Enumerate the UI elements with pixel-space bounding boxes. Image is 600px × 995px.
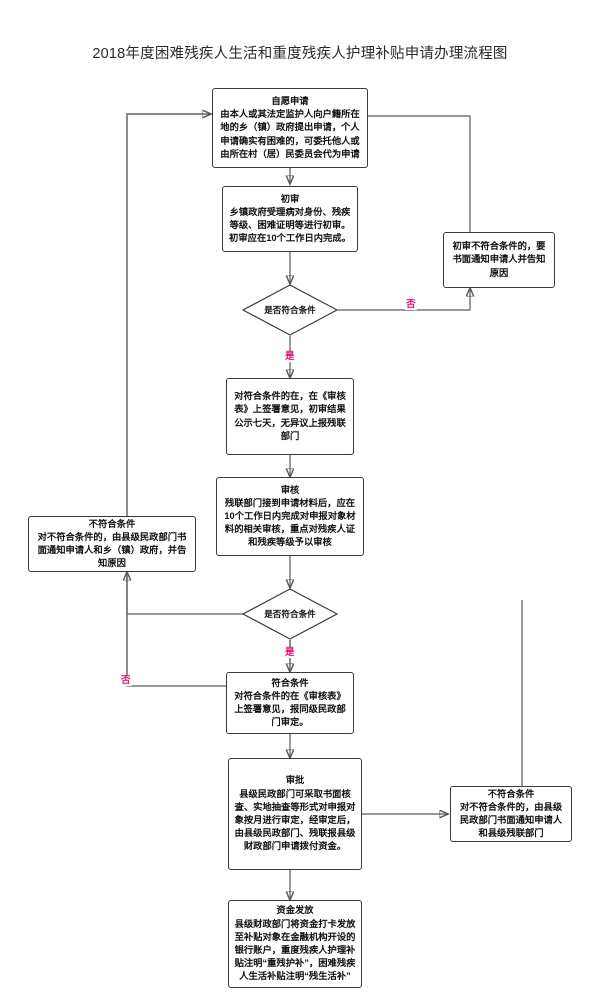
branch-label-yes-1: 是 — [284, 351, 296, 362]
node-audit-rejected[interactable]: 不符合条件 对不符合条件的，由县级民政部门书面通知申请人和乡（镇）政府，并告知原… — [28, 516, 196, 572]
branch-label-no-2: 否 — [120, 675, 132, 686]
edge-first-reject-to-apply — [352, 116, 471, 232]
node-body: 由本人或其法定监护人向户籍所在地的乡（镇）政府提出申请，个人申请确实有困难的，可… — [220, 109, 360, 159]
node-body: 县级财政部门将资金打卡发放至补贴对象在金融机构开设的银行账户，重度残疾人护理补贴… — [234, 918, 356, 982]
node-title: 不符合条件 — [487, 788, 535, 799]
node-approval-rejected[interactable]: 不符合条件 对不符合条件的，由县级民政部门书面通知申请人和县级残联部门 — [450, 786, 572, 842]
page-title: 2018年度困难残疾人生活和重度残疾人护理补贴申请办理流程图 — [92, 46, 508, 62]
node-body: 对符合条件的在《审核表》上签署意见，报同级民政部门审定。 — [234, 690, 346, 728]
node-first-review[interactable]: 初审 乡镇政府受理病对身份、残疾等级、困难证明等进行初审。初审应在10个工作日内… — [222, 186, 358, 252]
node-fund-payout[interactable]: 资金发放 县级财政部门将资金打卡发放至补贴对象在金融机构开设的银行账户，重度残疾… — [228, 900, 362, 988]
node-body: 初审不符合条件的，要书面通知申请人并告知原因 — [452, 241, 546, 278]
node-title: 不符合条件 — [88, 518, 136, 529]
node-voluntary-application[interactable]: 自愿申请 由本人或其法定监护人向户籍所在地的乡（镇）政府提出申请，个人申请确实有… — [212, 88, 368, 168]
node-body: 县级民政部门可采取书面核查、实地抽查等形式对申报对象按月进行审定，经审定后，由县… — [234, 788, 356, 852]
node-title: 审批 — [285, 775, 305, 786]
decision-label: 是否符合条件 — [264, 305, 316, 315]
node-title: 自愿申请 — [271, 96, 309, 107]
diamond-shape — [242, 588, 338, 640]
decision-meets-conditions-1[interactable]: 是否符合条件 — [242, 284, 338, 336]
branch-label-yes-2: 是 — [284, 647, 296, 658]
node-approval[interactable]: 审批 县级民政部门可采取书面核查、实地抽查等形式对申报对象按月进行审定，经审定后… — [228, 758, 362, 870]
node-audit-passed[interactable]: 符合条件 对符合条件的在《审核表》上签署意见，报同级民政部门审定。 — [226, 672, 354, 734]
branch-label-no-1: 否 — [405, 299, 417, 310]
node-title: 符合条件 — [271, 677, 309, 688]
decision-meets-conditions-2[interactable]: 是否符合条件 — [242, 588, 338, 640]
node-title: 资金发放 — [276, 905, 314, 916]
node-body: 对符合条件的在，在《审核表》上签署意见，初审结果公示七天，无异议上报残联部门 — [234, 391, 346, 441]
node-title: 初审 — [280, 193, 300, 204]
diamond-shape — [242, 284, 338, 336]
node-body: 对不符合条件的，由县级民政部门书面通知申请人和县级残联部门 — [459, 801, 563, 839]
node-title: 审核 — [280, 484, 300, 495]
node-first-review-rejected[interactable]: 初审不符合条件的，要书面通知申请人并告知原因 — [443, 232, 555, 288]
node-body: 残联部门接到申请材料后，应在10个工作日内完成对申报对象材料的相关审核，重点对残… — [224, 497, 356, 548]
decision-label: 是否符合条件 — [264, 609, 316, 619]
node-first-review-passed[interactable]: 对符合条件的在，在《审核表》上签署意见，初审结果公示七天，无异议上报残联部门 — [226, 378, 354, 455]
edge-left-return-to-apply — [126, 114, 211, 686]
edge-decision1-no — [338, 288, 470, 311]
node-body: 乡镇政府受理病对身份、残疾等级、困难证明等进行初审。初审应在10个工作日内完成。 — [229, 206, 351, 244]
node-body: 对不符合条件的，由县级民政部门书面通知申请人和乡（镇）政府，并告知原因 — [37, 531, 187, 569]
node-audit[interactable]: 审核 残联部门接到申请材料后，应在10个工作日内完成对申报对象材料的相关审核，重… — [216, 477, 364, 556]
